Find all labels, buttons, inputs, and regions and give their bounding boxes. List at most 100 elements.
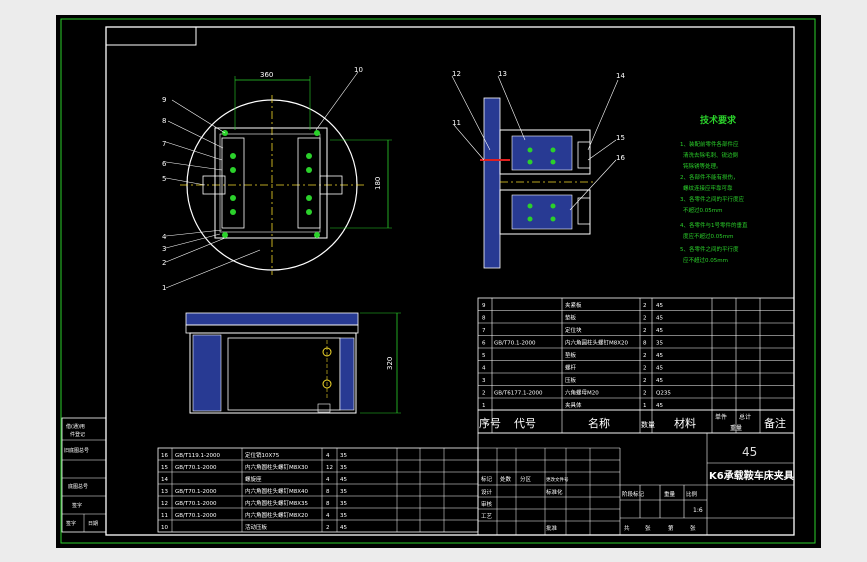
bom-qty: 2 [643, 316, 647, 322]
left-leaders [165, 71, 359, 289]
bom-name: 六角螺母M20 [565, 389, 599, 397]
bom-no: 3 [482, 378, 486, 384]
bom-name: 夹具体 [565, 401, 582, 409]
bom-mat: Q235 [656, 391, 671, 397]
bom-name: 内六角圆柱头螺钉M8X35 [245, 499, 309, 507]
bom-code: GB/T70.1-2000 [175, 465, 217, 471]
bom-no: 4 [482, 366, 486, 372]
callout-14: 14 [616, 72, 625, 80]
tb-label: 批准 [546, 524, 558, 532]
sheet-code-box [105, 26, 197, 46]
bom-name: 定位销10X75 [245, 451, 280, 459]
bom-code: GB/T70.1-2000 [175, 489, 217, 495]
bom-header-total: 总计 [739, 413, 751, 421]
side-registration-block: 借(通)用 件登记 旧底图总号 底图总号 签字 签字 日期 [61, 417, 107, 533]
bom-mat: 45 [656, 366, 663, 372]
side-label: 旧底图总号 [64, 447, 89, 454]
dim-front-label: 320 [386, 357, 394, 370]
bom-no: 5 [482, 353, 486, 359]
tech-line: 清洗去除毛刺、锐边倒 [683, 151, 739, 159]
sheet-total-suffix: 张 [645, 524, 651, 532]
tb-label: 设计 [481, 488, 493, 496]
bom-left: 16 GB/T119.1-2000 定位销10X75 4 35 15 GB/T7… [157, 447, 479, 533]
bom-name: 垫板 [565, 314, 577, 322]
bom-qty: 2 [643, 366, 647, 372]
dim-top-label: 360 [260, 71, 273, 79]
bom-mat: 45 [656, 403, 663, 409]
front-view: 320 [185, 312, 401, 414]
tech-line: 5、各零件之间的平行度 [680, 245, 739, 253]
bom-qty: 1 [643, 403, 647, 409]
sheet-total-prefix: 共 [624, 524, 630, 532]
callout-5: 5 [162, 175, 166, 183]
tb-label: 工艺 [481, 513, 493, 520]
bom-header-code: 代号 [514, 417, 536, 430]
bom-header-weight: 重量 [730, 424, 742, 432]
bom-qty: 2 [643, 328, 647, 334]
title-block: 45 K6承载鞍车床夹具 1:6 阶段标记 重量 比例 共 张 第 张 标记 处… [477, 432, 795, 536]
bom-name: 定位块 [565, 326, 582, 334]
tech-line: 应不超过0.05mm [683, 256, 728, 264]
bom-qty: 12 [326, 465, 333, 471]
side-label: 件登记 [70, 431, 85, 438]
side-label: 签字 [72, 502, 82, 509]
callout-10: 10 [354, 66, 363, 74]
bom-qty: 8 [326, 489, 330, 495]
bom-name: 内六角圆柱头螺钉M8X40 [245, 487, 309, 495]
callout-11: 11 [452, 119, 461, 127]
bom-name: 内六角圆柱头螺钉M8X20 [245, 511, 309, 519]
label-scale: 比例 [686, 490, 698, 498]
bom-code: GB/T70.1-2000 [494, 341, 536, 347]
bom-no: 11 [161, 513, 168, 519]
bom-mat: 35 [340, 513, 347, 519]
bom-name: 内六角圆柱头螺钉M8X30 [245, 463, 309, 471]
bom-mat: 45 [656, 303, 663, 309]
bom-no: 1 [482, 403, 486, 409]
drawing-title: K6承载鞍车床夹具 [709, 469, 794, 482]
callout-13: 13 [498, 70, 507, 78]
bom-qty: 2 [643, 391, 647, 397]
tb-label: 审核 [481, 500, 493, 508]
bom-qty: 4 [326, 453, 330, 459]
tech-line: 螺纹连接应牢靠可靠 [683, 184, 733, 192]
bom-mat: 45 [340, 477, 347, 483]
callout-8: 8 [162, 117, 166, 125]
bom-no: 2 [482, 391, 486, 397]
scale-value: 1:6 [693, 507, 703, 514]
bom-mat: 45 [340, 525, 347, 531]
tb-label: 标准化 [546, 488, 563, 496]
sheet-no-suffix: 张 [690, 524, 696, 532]
tb-label: 更改文件号 [546, 476, 569, 483]
left-callouts: 9 8 7 6 5 4 3 2 1 10 [162, 66, 363, 292]
callout-3: 3 [162, 245, 166, 253]
bom-qty: 4 [326, 477, 330, 483]
bom-header-no: 序号 [479, 416, 501, 430]
bom-qty: 4 [326, 513, 330, 519]
side-label: 借(通)用 [66, 423, 85, 430]
bom-no: 12 [161, 501, 168, 507]
tech-line: 钝除锈等处理。 [683, 162, 722, 170]
bom-no: 15 [161, 465, 168, 471]
callout-9: 9 [162, 96, 166, 104]
callout-16: 16 [616, 154, 625, 162]
bom-no: 7 [482, 328, 486, 334]
bom-right: 9 夹紧板 2 45 8 垫板 2 45 7 定位块 2 45 6 GB/T70… [477, 297, 795, 434]
tb-label: 标记 [481, 475, 493, 483]
bom-mat: 35 [340, 501, 347, 507]
bom-no: 16 [161, 453, 168, 459]
right-callouts: 12 13 14 11 15 16 [452, 70, 625, 162]
bom-no: 13 [161, 489, 168, 495]
bom-qty: 2 [643, 378, 647, 384]
sheet-frame [105, 26, 795, 536]
callout-1: 1 [162, 284, 166, 292]
bom-name: 夹紧板 [565, 301, 582, 309]
bom-code: GB/T6177.1-2000 [494, 391, 543, 397]
tech-line: 3、各零件之间的平行度应 [680, 195, 745, 203]
bom-mat: 45 [656, 328, 663, 334]
label-stage: 阶段标记 [622, 490, 645, 498]
bom-header-name: 名称 [588, 416, 610, 430]
tb-label: 分区 [520, 475, 532, 483]
bom-code: GB/T119.1-2000 [175, 453, 220, 459]
